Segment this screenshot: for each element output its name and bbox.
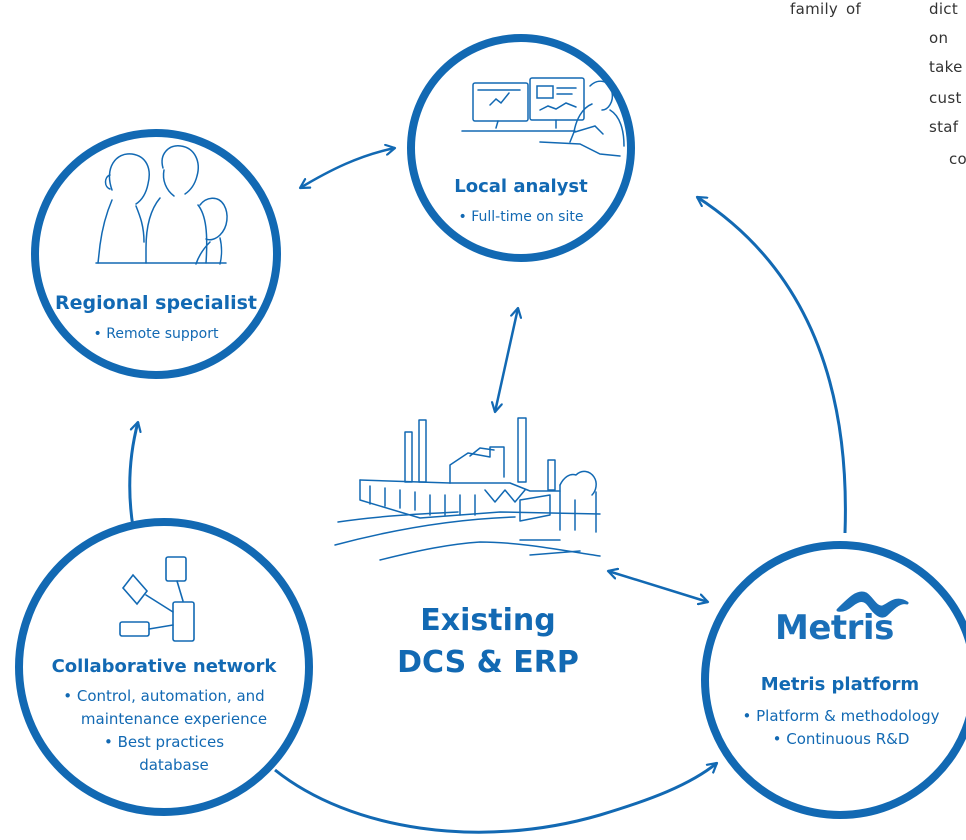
arc-metris-to-local xyxy=(697,195,847,534)
arrow-regional-local xyxy=(300,148,395,188)
metris-platform-bullet-0: • Platform & methodology xyxy=(742,707,940,725)
center-line-2: DCS & ERP xyxy=(397,645,579,680)
circle-regional-specialist xyxy=(31,129,281,379)
background-text-col2-0: dict xyxy=(929,0,959,18)
background-text-col2-1: on xyxy=(929,29,949,47)
circle-metris-platform xyxy=(701,541,966,819)
circle-collaborative-network xyxy=(15,518,313,816)
center-line-1: Existing xyxy=(420,603,556,638)
background-text-col2-2: take xyxy=(929,58,963,76)
network-nodes-icon xyxy=(119,556,195,642)
background-text-of: of xyxy=(846,0,862,18)
metris-wave-logo xyxy=(836,591,909,618)
background-text-col2-5: co xyxy=(949,150,966,168)
arc-network-to-metris xyxy=(274,761,717,834)
collaborative-network-bullet-1: maintenance experience xyxy=(80,710,268,728)
collaborative-network-bullet-2: • Best practices xyxy=(103,733,225,751)
background-text-col2-3: cust xyxy=(929,89,962,107)
background-text-col2-4: staf xyxy=(929,118,959,136)
collaborative-network-bullet-0: • Control, automation, and xyxy=(63,687,265,705)
metris-logo-text: Metris xyxy=(775,608,894,648)
metris-platform-bullet-1: • Continuous R&D xyxy=(772,730,910,748)
regional-specialist-title: Regional specialist xyxy=(55,292,257,314)
metris-platform-title: Metris platform xyxy=(760,674,920,695)
arrow-local-center xyxy=(495,308,518,412)
arrow-center-metris xyxy=(608,571,708,602)
analyst-at-monitors-icon xyxy=(461,77,625,157)
arc-network-to-regional xyxy=(128,422,138,528)
local-analyst-title: Local analyst xyxy=(454,176,588,197)
circle-local-analyst xyxy=(407,34,635,262)
industrial-plant-icon xyxy=(334,417,601,561)
collaborative-network-title: Collaborative network xyxy=(51,656,277,677)
local-analyst-bullet: • Full-time on site xyxy=(458,209,584,225)
collaborative-network-bullet-3: database xyxy=(139,756,209,774)
background-text-family: family xyxy=(790,0,839,18)
specialists-group-icon xyxy=(95,145,228,265)
regional-specialist-bullet: • Remote support xyxy=(93,326,219,342)
